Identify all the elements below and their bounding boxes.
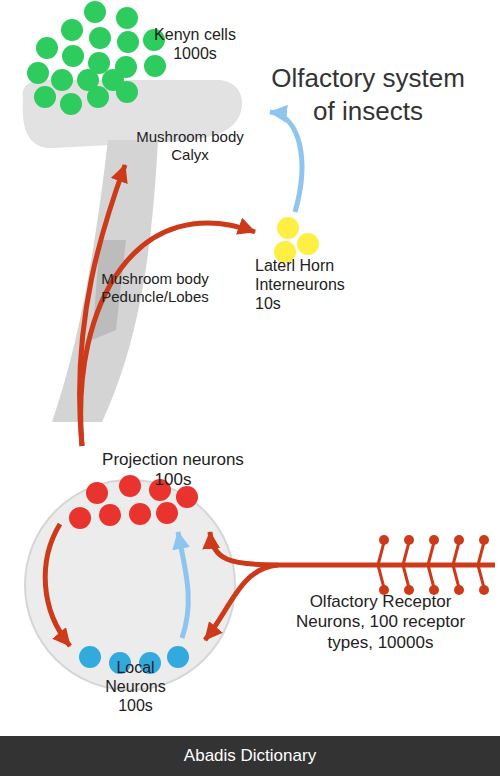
projection-neuron xyxy=(119,475,141,497)
peduncle-region: Mushroom body Peduncle/Lobes xyxy=(40,140,240,425)
interneuron-cluster: Laterl Horn Interneurons 10s xyxy=(255,212,385,318)
dendrite-knob xyxy=(379,535,389,545)
local-neuron xyxy=(79,646,101,668)
diagram-title: Olfactory system of insects xyxy=(268,62,468,127)
dendrite-branch xyxy=(403,542,409,588)
watermark-text: Abadis Dictionary xyxy=(0,736,500,776)
projection-neuron-cluster: Projection neurons 100s xyxy=(60,446,270,532)
kenyon-cells-graphic xyxy=(15,0,255,118)
projection-neuron xyxy=(69,507,91,529)
connector-arrow xyxy=(270,112,302,212)
kenyon-cell xyxy=(84,1,106,23)
cluster-label: Projection neurons 100s xyxy=(88,450,258,491)
projection-neuron xyxy=(129,503,151,525)
dendrite-knob xyxy=(429,535,439,545)
cluster-label: Olfactory Receptor Neurons, 100 receptor… xyxy=(278,592,483,653)
cluster-label: Kenyn cells 1000s xyxy=(140,25,250,63)
projection-neuron xyxy=(86,482,108,504)
kenyon-cell xyxy=(60,93,82,115)
kenyon-cell xyxy=(117,31,139,53)
projection-neuron xyxy=(156,502,178,524)
antennal-lobe xyxy=(25,480,235,690)
kenyon-cell xyxy=(102,69,124,91)
dendrite-knob xyxy=(454,535,464,545)
kenyon-cell-cluster: Kenyn cells 1000s xyxy=(15,0,255,118)
dendrite-branch xyxy=(378,542,384,588)
kenyon-cell xyxy=(62,45,84,67)
kenyon-cell xyxy=(116,7,138,29)
cluster-label: Laterl Horn Interneurons 10s xyxy=(255,256,370,314)
interneuron xyxy=(277,217,299,239)
kenyon-cell xyxy=(27,62,49,84)
interneuron xyxy=(297,233,319,255)
connector-arrow xyxy=(178,532,188,638)
kenyon-cell xyxy=(36,37,58,59)
kenyon-cell xyxy=(61,19,83,41)
connector-arrow xyxy=(205,565,278,640)
kenyon-cell xyxy=(144,55,166,77)
kenyon-cell xyxy=(89,27,111,49)
local-neuron xyxy=(167,646,189,668)
receptor-neuron-group: Olfactory Receptor Neurons, 100 receptor… xyxy=(278,520,495,672)
region-label: Mushroom body Calyx xyxy=(125,128,255,164)
dendrite-knob xyxy=(454,585,464,595)
dendrite-knob xyxy=(479,585,489,595)
region-label: Mushroom body Peduncle/Lobes xyxy=(75,270,235,306)
dendrite-knob xyxy=(479,535,489,545)
dendrite-knob xyxy=(404,535,414,545)
cluster-label: Local Neurons 100s xyxy=(98,658,173,716)
receptor-axon xyxy=(278,563,495,568)
watermark-band: Abadis Dictionary xyxy=(0,736,500,776)
dendrite-branch xyxy=(428,542,434,588)
kenyon-cell xyxy=(51,69,73,91)
connector-arrow xyxy=(210,532,278,565)
local-neuron-cluster: Local Neurons 100s xyxy=(70,638,205,728)
dendrite-branch xyxy=(453,542,459,588)
kenyon-cell xyxy=(77,69,99,91)
projection-neuron xyxy=(99,504,121,526)
dendrite-branch xyxy=(478,542,484,588)
kenyon-cell xyxy=(34,86,56,108)
connector-arrow xyxy=(45,524,70,646)
